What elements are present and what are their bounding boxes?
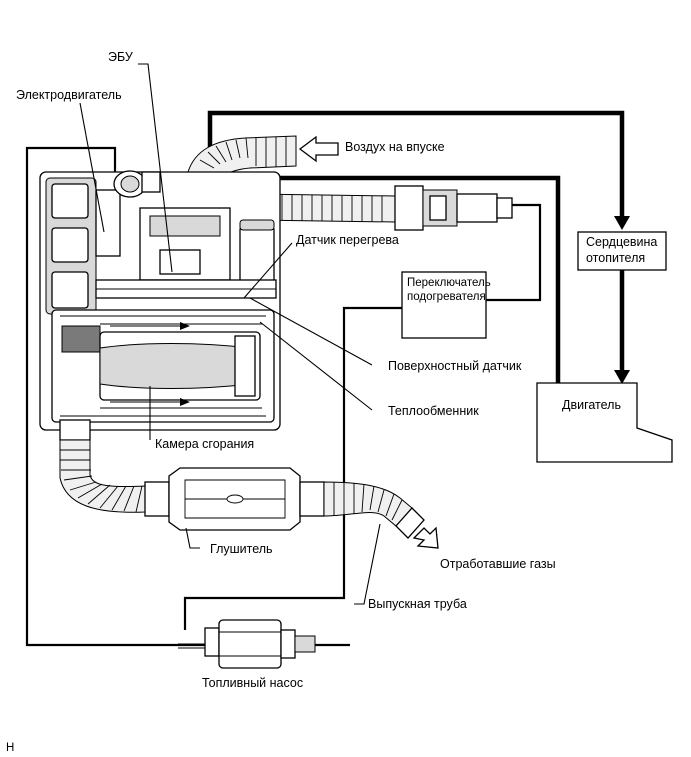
corner-mark: H [6, 742, 14, 754]
wiring [25, 146, 542, 647]
overheat-sensor-label: Датчик перегрева [296, 233, 399, 247]
air-intake-label: Воздух на впуске [345, 140, 445, 154]
fuel-pump-label: Топливный насос [202, 676, 303, 690]
text-labels: Электродвигатель ЭБУ Датчик перегрева По… [6, 50, 556, 754]
flow-arrow-down-icon [614, 216, 630, 230]
engine-label: Двигатель [562, 398, 621, 412]
heat-exchanger-label: Теплообменник [388, 404, 479, 418]
wire-fuel-pump-to-switch [183, 306, 402, 630]
exhaust-pipe-label: Выпускная труба [368, 597, 467, 611]
outline-arrow-left-icon [298, 135, 339, 163]
muffler-label: Глушитель [210, 542, 273, 556]
motor-body [95, 189, 121, 257]
glow-plug-area [61, 325, 101, 353]
motor-label: Электродвигатель [16, 88, 122, 102]
heater-core-box: Сердцевина отопителя [577, 231, 667, 271]
heater-unit [39, 170, 281, 441]
surface-sensor-label: Поверхностный датчик [388, 359, 522, 373]
ecu-label: ЭБУ [108, 50, 133, 64]
fuel-pump-body [218, 619, 282, 669]
heater-switch-label-line2: подогревателя [407, 291, 486, 303]
exhaust-gases-label: Отработавшие газы [440, 557, 556, 571]
wire-heater-to-fuel-pump [25, 146, 205, 647]
heater-core-label-line2: отопителя [586, 251, 645, 265]
exhaust-assembly [59, 439, 439, 549]
engine-block: Двигатель [536, 382, 673, 463]
heater-switch-label-line1: Переключатель [407, 277, 491, 289]
fuel-pump [178, 619, 316, 669]
callout-leaders [79, 63, 381, 605]
outline-arrow-down-right-icon [412, 526, 439, 549]
heater-core-label-line1: Сердцевина [586, 235, 657, 249]
heater-switch-box: Переключатель подогревателя [401, 271, 491, 339]
combustion-chamber-label: Камера сгорания [155, 437, 254, 451]
flame-arrows [110, 322, 190, 406]
wire-switch-to-connector [486, 203, 542, 302]
flow-arrow-down-icon [614, 370, 630, 384]
